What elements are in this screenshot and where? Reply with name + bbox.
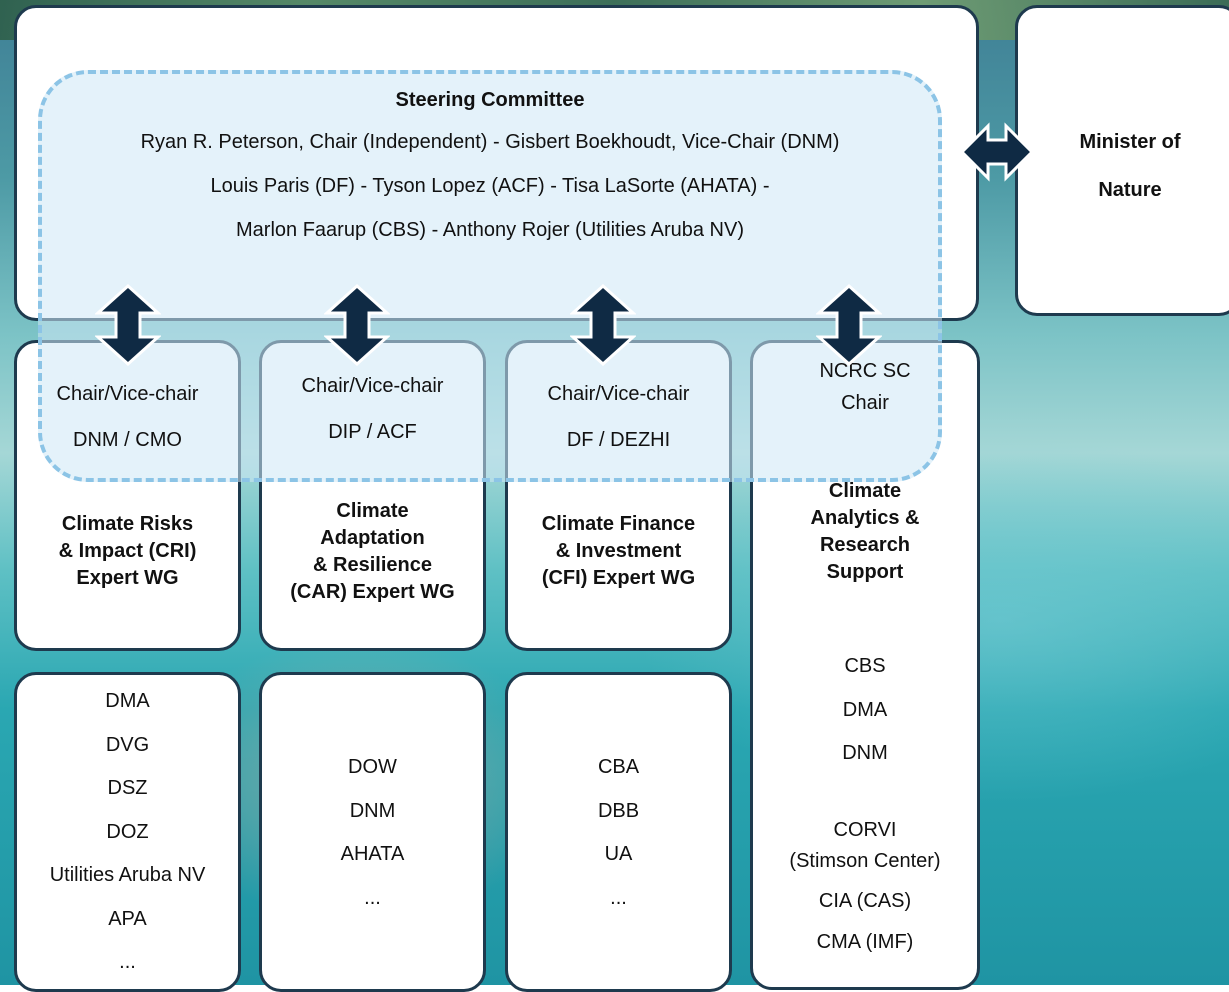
wg-name-cfi: Climate Finance& Investment(CFI) Expert … bbox=[541, 513, 696, 589]
members-list-analytics-partners: CORVI(Stimson Center) CIA (CAS)CMA (IMF) bbox=[789, 819, 941, 953]
arrow-steering-cfi bbox=[570, 283, 636, 367]
wg-name-cri: Climate Risks& Impact (CRI)Expert WG bbox=[58, 513, 197, 589]
arrow-steering-minister bbox=[959, 122, 1035, 182]
members-box-cri bbox=[14, 672, 241, 992]
steering-members: Ryan R. Peterson, Chair (Independent) - … bbox=[140, 131, 840, 241]
minister-box bbox=[1015, 5, 1229, 316]
arrow-steering-car bbox=[324, 283, 390, 367]
steering-title: Steering Committee bbox=[395, 89, 585, 111]
arrow-steering-analytics bbox=[816, 283, 882, 367]
members-box-car bbox=[259, 672, 486, 992]
members-box-cfi bbox=[505, 672, 732, 992]
steering-committee-overlay bbox=[38, 70, 942, 482]
arrow-steering-cri bbox=[95, 283, 161, 367]
